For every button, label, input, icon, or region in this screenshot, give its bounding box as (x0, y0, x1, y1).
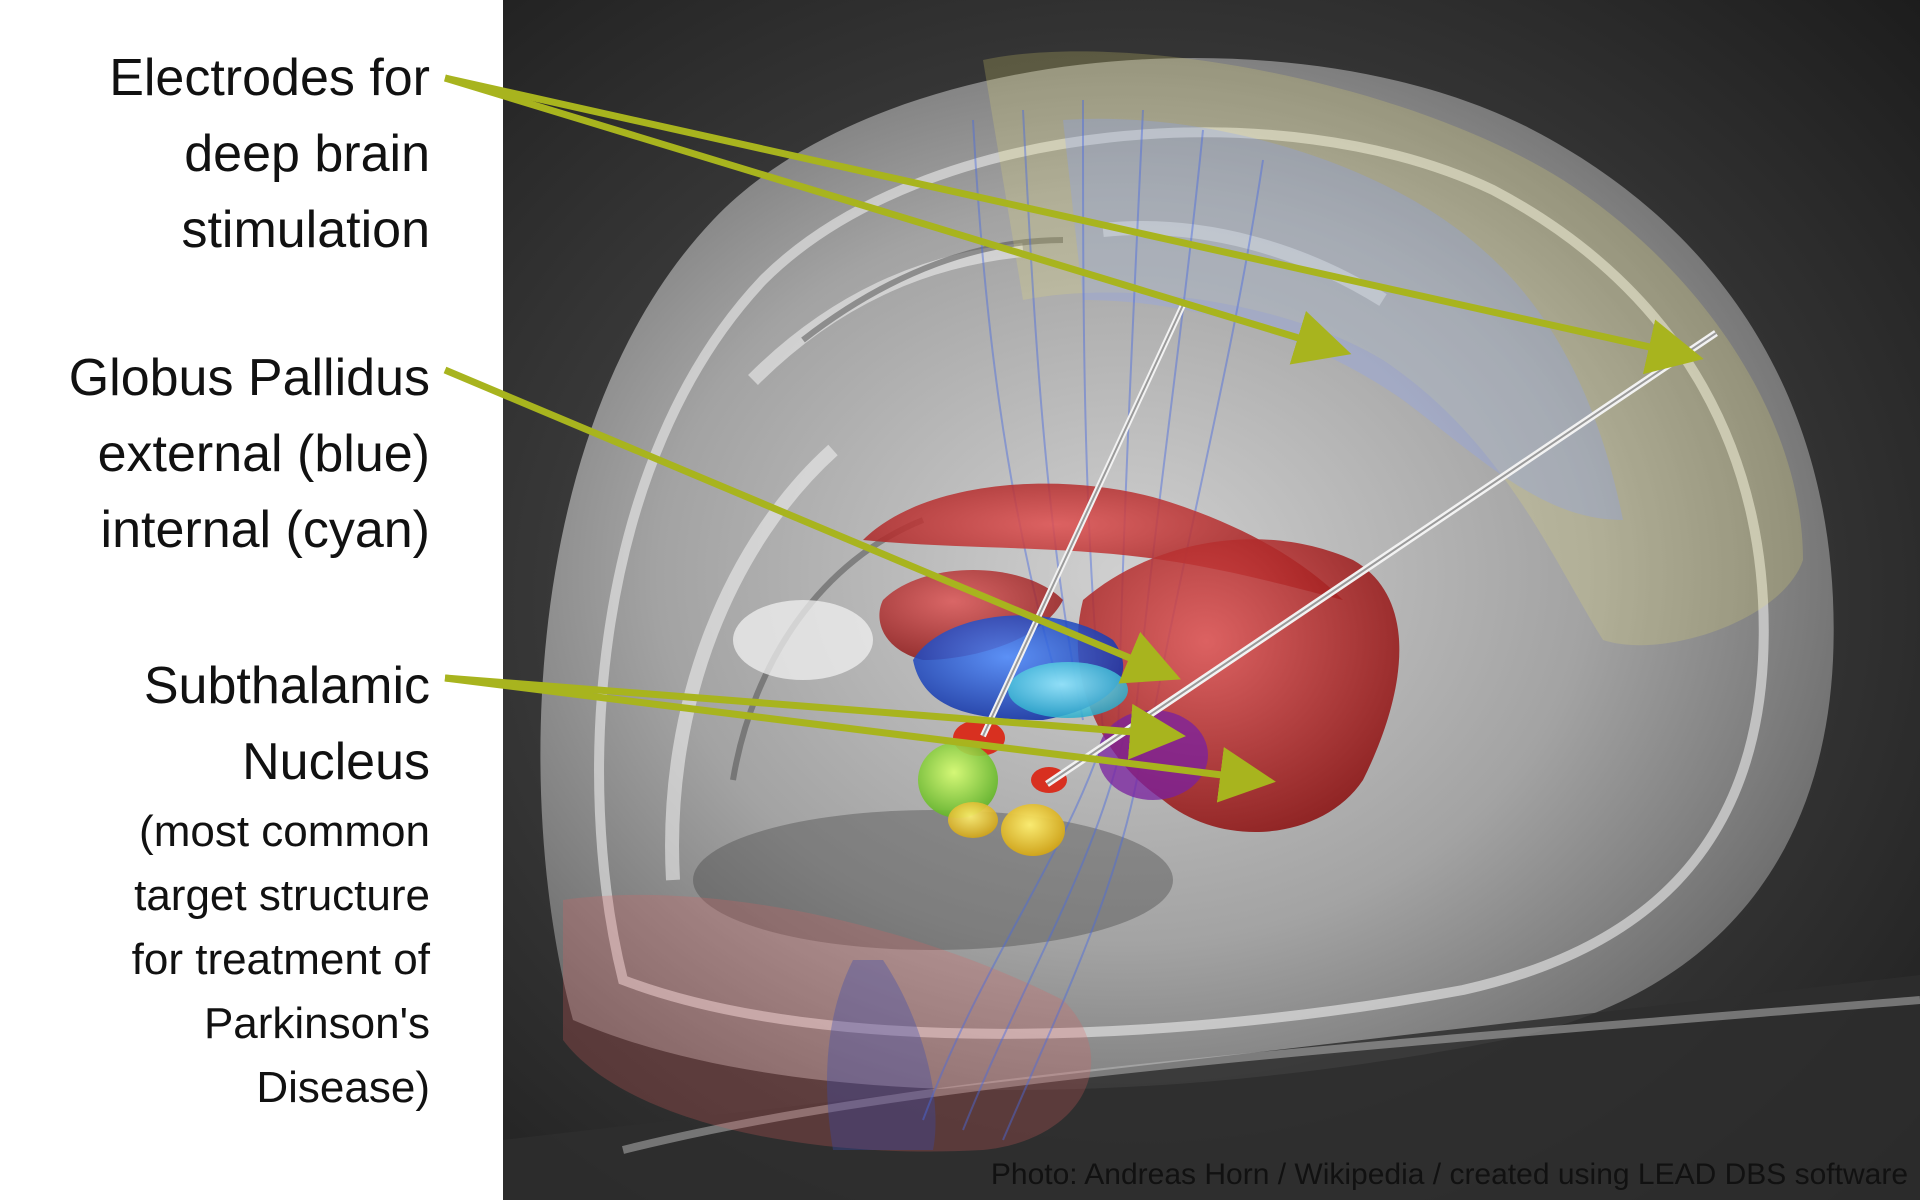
subthalamic-note-line-3: for treatment of (131, 935, 430, 984)
subthalamic-note-line-5: Disease) (256, 1063, 430, 1112)
subthalamic-label-line-1: Subthalamic (143, 657, 430, 715)
globus-pallidus-label: Globus Pallidus external (blue) internal… (0, 340, 430, 568)
label-panel: Electrodes for deep brain stimulation Gl… (0, 0, 500, 1200)
electrodes-label-line-2: deep brain (184, 125, 430, 183)
brain-mri-render (503, 0, 1920, 1200)
subthalamic-label-line-2: Nucleus (242, 733, 430, 791)
globus-pallidus-label-line-1: Globus Pallidus (68, 349, 430, 407)
subthalamic-nucleus-label: Subthalamic Nucleus (most common target … (0, 648, 430, 1120)
thalamus-structure (1098, 710, 1208, 800)
electrodes-label-line-3: stimulation (181, 201, 430, 259)
subthalamic-note-line-4: Parkinson's (203, 999, 430, 1048)
globus-pallidus-label-line-3: internal (cyan) (100, 501, 430, 559)
globus-pallidus-internal (1008, 662, 1128, 718)
photo-credit: Photo: Andreas Horn / Wikipedia / create… (990, 1158, 1908, 1191)
electrodes-label: Electrodes for deep brain stimulation (0, 40, 430, 268)
subthalamic-note-line-2: target structure (134, 871, 430, 920)
globus-pallidus-label-line-2: external (blue) (97, 425, 430, 483)
electrodes-label-line-1: Electrodes for (109, 49, 430, 107)
subthalamic-note-line-1: (most common (139, 807, 430, 856)
